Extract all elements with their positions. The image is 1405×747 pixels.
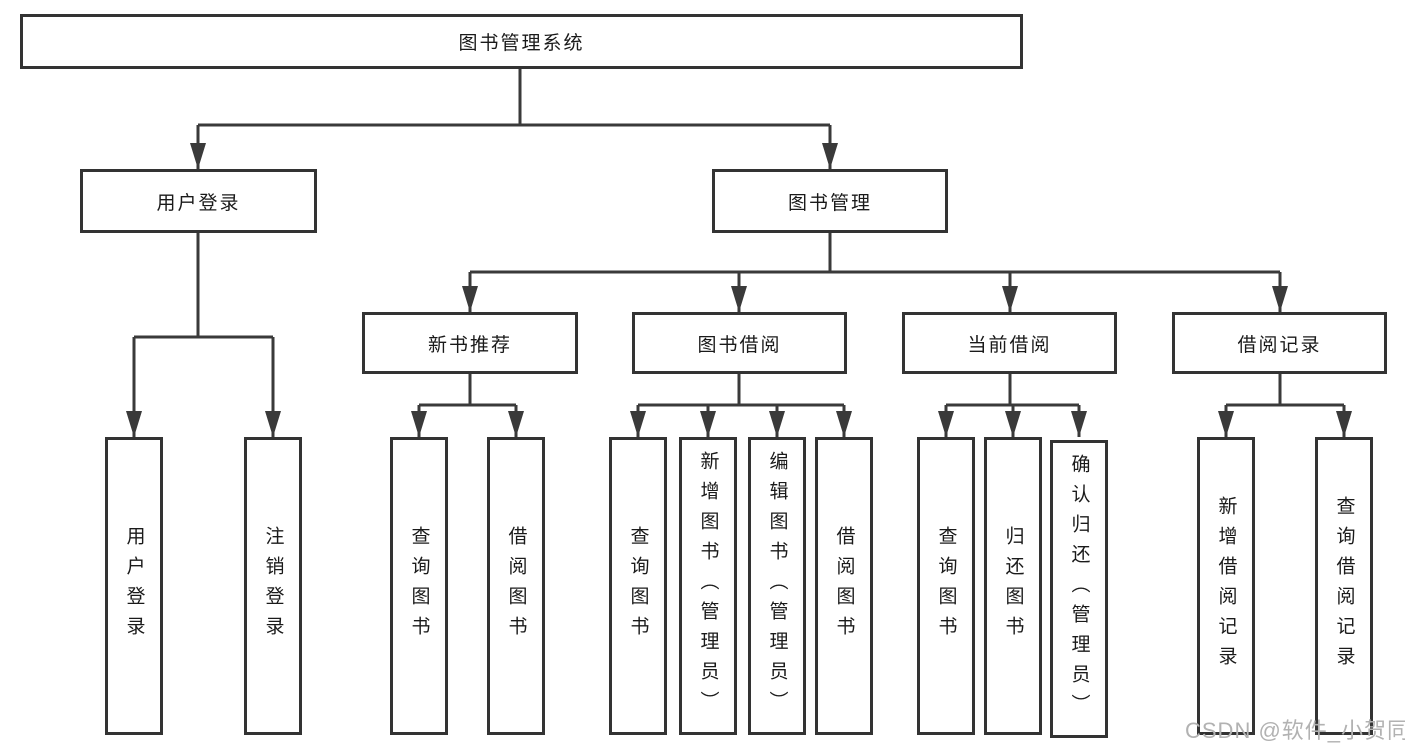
arrowhead-down-icon [630,411,852,437]
connector-book-borrow-to-leaves [630,374,852,437]
arrowhead-down-icon [190,143,838,169]
leaf-edit-books-admin: 编辑图书（管理员） [748,437,806,735]
connector-root-to-level2 [190,68,838,169]
connector-records-to-leaves [1218,374,1352,437]
csdn-watermark: CSDN @软件_小贺同学 [1185,718,1405,743]
node-label: 图书借阅 [697,334,782,356]
arrowhead-down-icon [938,411,1087,437]
leaf-return-books: 归还图书 [984,437,1042,735]
connector-current-borrow-to-leaves [938,374,1087,437]
leaf-label: 借阅图书 [505,526,527,646]
arrowhead-down-icon [462,286,1288,312]
leaf-label: 查询图书 [408,526,430,646]
leaf-label: 查询图书 [627,526,649,646]
node-label: 图书管理系统 [458,33,585,54]
node-label: 用户登录 [156,192,241,214]
leaf-label: 借阅图书 [833,526,855,646]
leaf-label: 新增图书（管理员） [697,451,719,721]
node-borrow-records: 借阅记录 [1172,312,1387,374]
leaf-query-books: 查询图书 [917,437,975,735]
leaf-confirm-return-admin: 确认归还（管理员） [1050,440,1108,738]
leaf-borrow-books: 借阅图书 [487,437,545,735]
leaf-borrow-books: 借阅图书 [815,437,873,735]
leaf-query-borrow-record: 查询借阅记录 [1315,437,1373,735]
leaf-add-borrow-record: 新增借阅记录 [1197,437,1255,735]
leaf-label: 注销登录 [262,526,284,646]
node-label: 借阅记录 [1237,334,1322,356]
node-user-login: 用户登录 [80,169,317,233]
arrowhead-down-icon [126,411,281,437]
leaf-label: 查询图书 [935,526,957,646]
node-label: 图书管理 [787,192,872,214]
leaf-add-books-admin: 新增图书（管理员） [679,437,737,735]
connector-new-book-to-leaves [411,374,524,437]
node-book-borrow: 图书借阅 [632,312,847,374]
leaf-label: 查询借阅记录 [1333,496,1355,676]
leaf-label: 归还图书 [1002,526,1024,646]
leaf-label: 用户登录 [123,526,145,646]
arrowhead-down-icon [1218,411,1352,437]
node-library-system: 图书管理系统 [20,14,1023,69]
node-label: 当前借阅 [967,334,1052,356]
leaf-query-books: 查询图书 [390,437,448,735]
leaf-label: 确认归还（管理员） [1068,454,1090,724]
leaf-label: 新增借阅记录 [1215,496,1237,676]
leaf-user-login: 用户登录 [105,437,163,735]
leaf-query-books: 查询图书 [609,437,667,735]
connector-user-login-to-leaves [126,233,281,437]
leaf-logout: 注销登录 [244,437,302,735]
arrowhead-down-icon [411,411,524,437]
node-book-management: 图书管理 [712,169,948,233]
node-current-borrow: 当前借阅 [902,312,1117,374]
node-label: 新书推荐 [427,334,512,356]
node-new-book-recommend: 新书推荐 [362,312,578,374]
connector-book-mgmt-to-level3 [462,233,1288,312]
leaf-label: 编辑图书（管理员） [766,451,788,721]
